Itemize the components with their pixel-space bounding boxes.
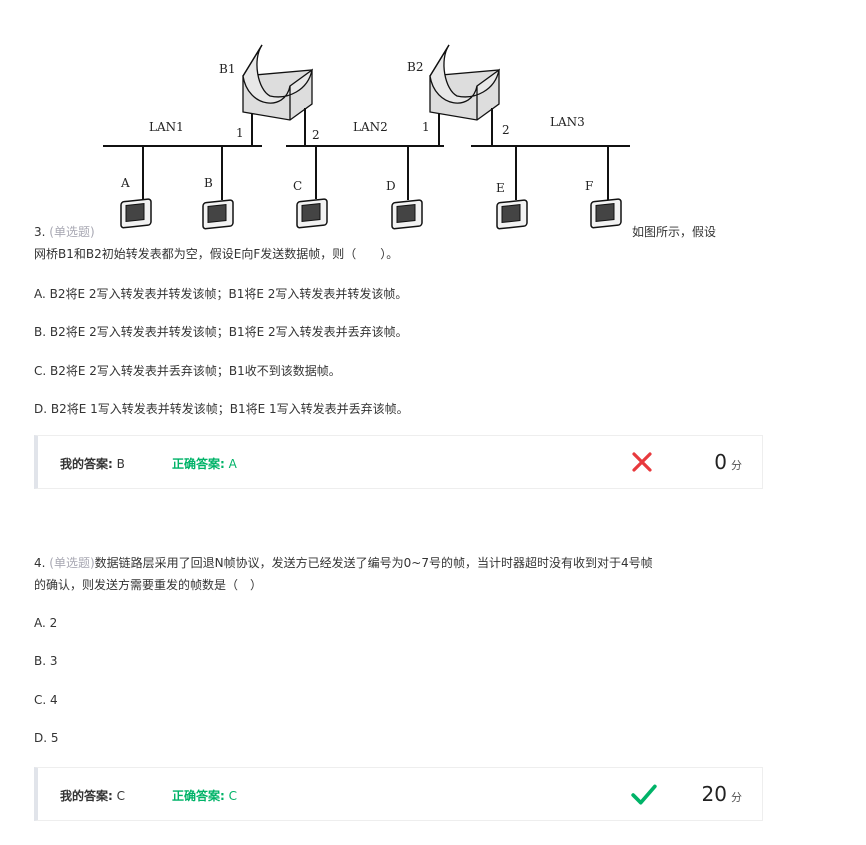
host-label-b: B [204, 176, 213, 190]
bridge-label-b1: B1 [219, 62, 235, 76]
correct-answer-value: C [228, 789, 238, 803]
q3-option-b: B. B2将E 2写入转发表并转发该帧；B1将E 2写入转发表并丢弃该帧。 [34, 325, 408, 339]
q4-option-a: A. 2 [34, 616, 58, 630]
check-icon [631, 784, 657, 805]
q3-option-c: C. B2将E 2写入转发表并丢弃该帧；B1收不到该数据帧。 [34, 364, 341, 378]
my-answer-value: B [116, 457, 125, 471]
q4-option-d: D. 5 [34, 731, 59, 745]
host-label-a: A [120, 176, 130, 190]
computer-icon-c [296, 198, 328, 229]
q4-number: 4. [34, 556, 46, 570]
q4-score: 20 分 [702, 782, 742, 806]
network-diagram: B1 B2 LAN1 LAN2 LAN3 1 2 1 2 A B C D E F [103, 44, 630, 230]
q4-correct-answer: 正确答案: C [172, 787, 237, 804]
q4-text-line2: 的确认，则发送方需要重发的帧数是（ ） [34, 578, 263, 592]
correct-answer-label: 正确答案: [172, 457, 225, 471]
host-label-d: D [386, 179, 396, 193]
computer-icon-d [391, 199, 423, 230]
bridge-label-b2: B2 [407, 60, 423, 74]
my-answer-label: 我的答案: [60, 789, 113, 803]
host-label-c: C [293, 179, 302, 193]
bridge-b1 [242, 44, 313, 146]
q3-text-line2: 网桥B1和B2初始转发表都为空，假设E向F发送数据帧，则（ ）。 [34, 247, 399, 261]
port-label-b2-2: 2 [502, 123, 510, 137]
q4-line1: 4. (单选题)数据链路层采用了回退N帧协议，发送方已经发送了编号为0~7号的帧… [34, 553, 653, 573]
q4-option-b: B. 3 [34, 654, 58, 668]
q3-option-a: A. B2将E 2写入转发表并转发该帧；B1将E 2写入转发表并转发该帧。 [34, 287, 408, 301]
lan-label-3: LAN3 [550, 115, 585, 129]
my-answer-value: C [116, 789, 126, 803]
host-label-e: E [496, 181, 505, 195]
computer-icon-e [496, 199, 528, 230]
bridge-b2 [429, 44, 500, 146]
score-unit: 分 [731, 791, 742, 804]
q3-correct-answer: 正确答案: A [172, 455, 237, 472]
q4-answer-box: 我的答案: C 正确答案: C 20 分 [34, 767, 763, 821]
cross-icon [632, 452, 652, 472]
port-label-b1-1: 1 [236, 126, 244, 140]
port-label-b1-2: 2 [312, 128, 320, 142]
my-answer-label: 我的答案: [60, 457, 113, 471]
computer-icon-f [590, 198, 622, 229]
score-unit: 分 [731, 459, 742, 472]
q3-number: 3. [34, 225, 46, 239]
q3-option-d: D. B2将E 1写入转发表并转发该帧；B1将E 1写入转发表并丢弃该帧。 [34, 402, 409, 416]
q4-text-line1: 数据链路层采用了回退N帧协议，发送方已经发送了编号为0~7号的帧，当计时器超时没… [94, 556, 653, 570]
computer-icon-b [202, 199, 234, 230]
computer-icon-a [120, 198, 152, 229]
score-value: 0 [714, 450, 727, 474]
q3-text-inline: 如图所示，假设 [632, 225, 717, 239]
lan-label-1: LAN1 [149, 120, 184, 134]
lan-label-2: LAN2 [353, 120, 388, 134]
q4-type: (单选题) [49, 556, 95, 570]
correct-answer-label: 正确答案: [172, 789, 225, 803]
port-label-b2-1: 1 [422, 120, 430, 134]
score-value: 20 [701, 782, 727, 806]
correct-answer-value: A [228, 457, 237, 471]
q3-my-answer: 我的答案: B [60, 455, 125, 472]
q4-my-answer: 我的答案: C [60, 787, 125, 804]
q3-type: (单选题) [49, 225, 95, 239]
q4-option-c: C. 4 [34, 693, 58, 707]
q3-header: 3. (单选题) [34, 222, 95, 242]
host-label-f: F [585, 179, 593, 193]
